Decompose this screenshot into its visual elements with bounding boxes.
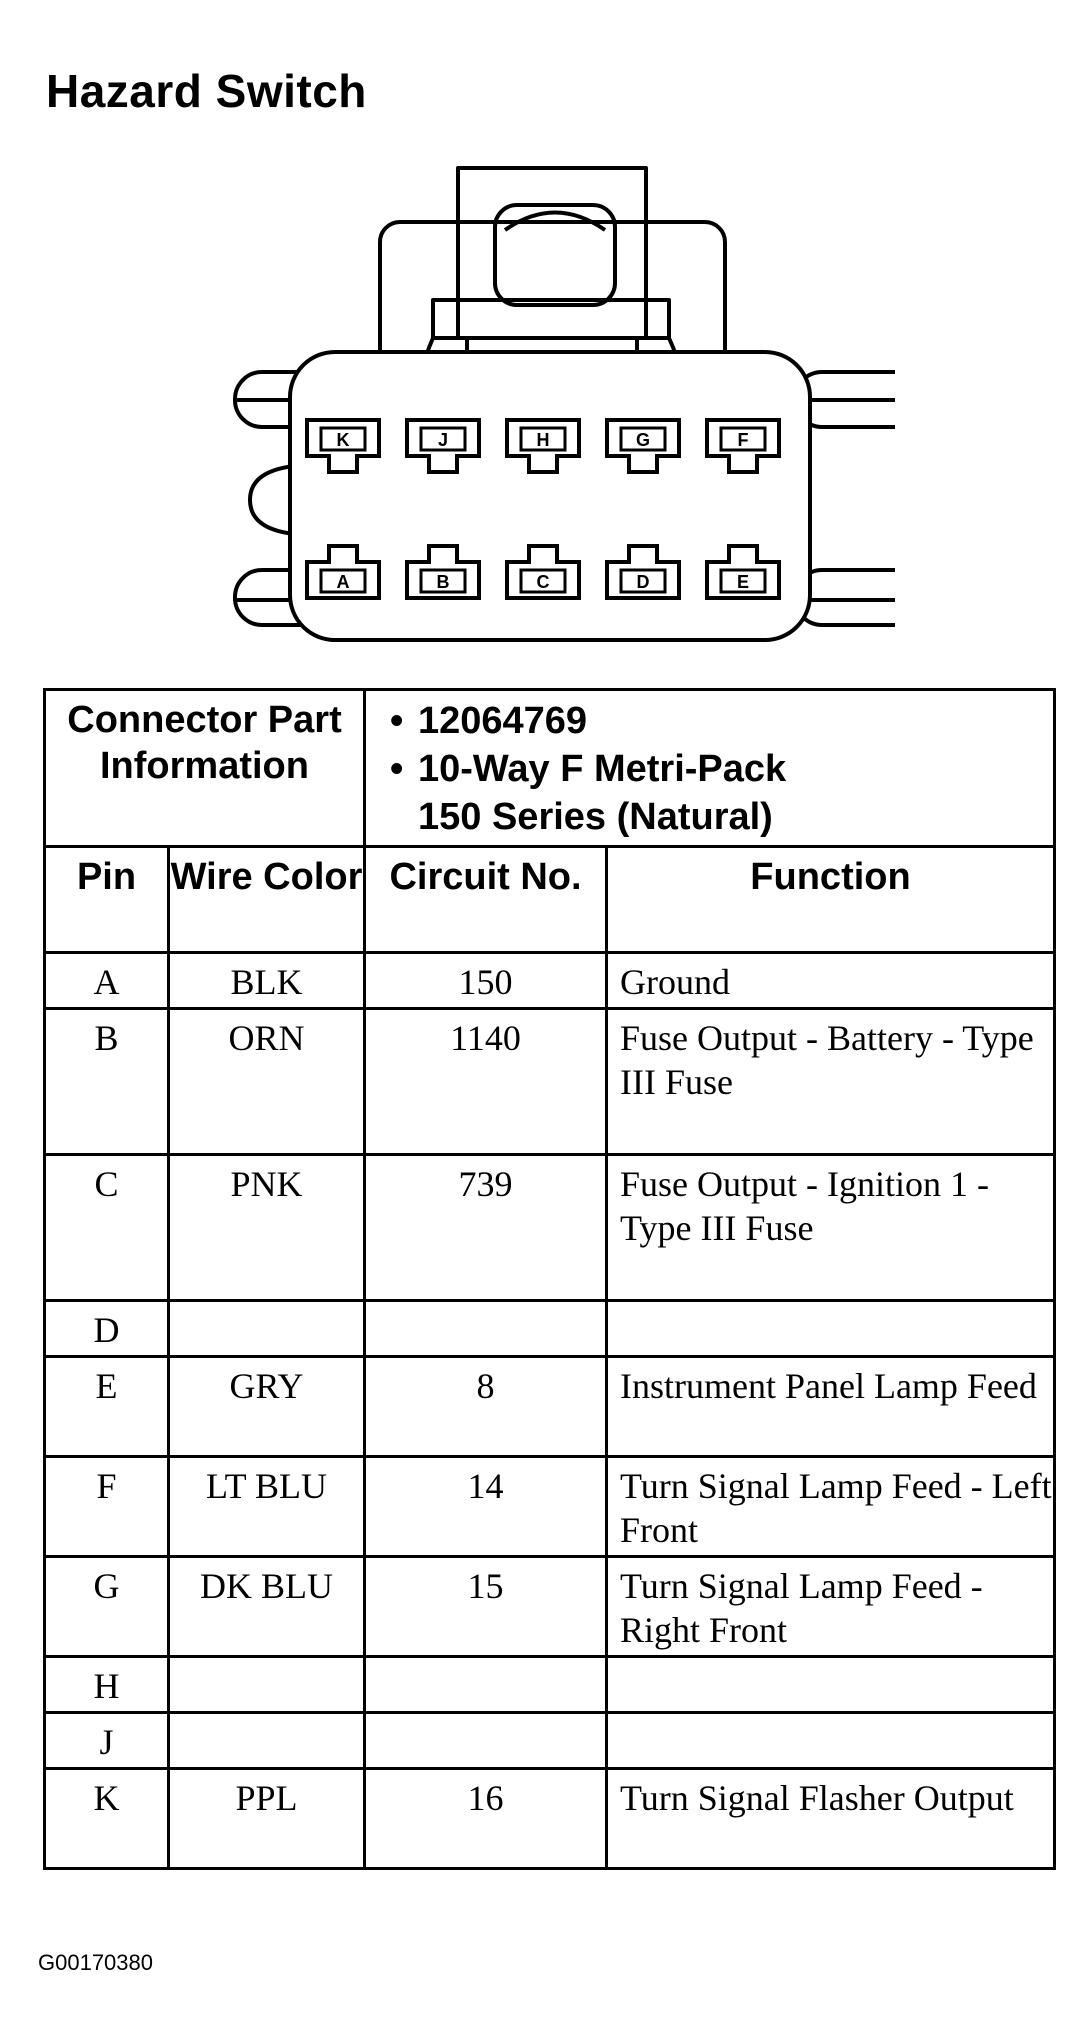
wire-color-cell: LT BLU	[167, 1455, 366, 1558]
table-row: G DK BLU 15 Turn Signal Lamp Feed - Righ…	[43, 1555, 1057, 1658]
header-pin: Pin	[43, 845, 170, 954]
circuit-cell: 8	[363, 1355, 608, 1458]
figure-code: G00170380	[38, 1950, 153, 1975]
table-row: J	[43, 1711, 1057, 1770]
wire-color-cell: GRY	[167, 1355, 366, 1458]
pin-letter: G	[636, 430, 650, 450]
table-row: E GRY 8 Instrument Panel Lamp Feed	[43, 1355, 1057, 1458]
function-cell: Instrument Panel Lamp Feed	[604, 1355, 1057, 1458]
circuit-cell: 1140	[363, 1007, 608, 1156]
function-cell: Ground	[604, 951, 1057, 1010]
part-number: •12064769	[390, 700, 588, 742]
circuit-cell	[363, 1711, 608, 1770]
pin-cell: A	[43, 951, 170, 1010]
pin-letter: E	[737, 572, 749, 592]
pin-cell: F	[43, 1455, 170, 1558]
pin-cavity-c: C	[505, 544, 581, 600]
page-title: Hazard Switch	[46, 65, 367, 117]
function-cell: Turn Signal Lamp Feed - Right Front	[604, 1555, 1057, 1658]
connector-diagram: K J H G F A B C D E	[233, 166, 895, 642]
table-row: K PPL 16 Turn Signal Flasher Output	[43, 1767, 1057, 1870]
pin-letter: A	[337, 572, 350, 592]
function-cell: Turn Signal Lamp Feed - Left Front	[604, 1455, 1057, 1558]
wire-color-cell	[167, 1711, 366, 1770]
pin-letter: J	[438, 430, 448, 450]
table-row: D	[43, 1299, 1057, 1358]
connector-part-info: •12064769 •10-Way F Metri-Pack 150 Serie…	[362, 688, 1057, 848]
pin-letter: F	[738, 430, 749, 450]
pin-cavities: K J H G F A B C D E	[305, 418, 781, 600]
pin-cavity-f: F	[705, 418, 781, 474]
wire-color-cell: BLK	[167, 951, 366, 1010]
connector-part-info-label: Connector Part Information	[43, 688, 366, 848]
pin-letter: B	[437, 572, 450, 592]
function-cell: Fuse Output - Battery - Type III Fuse	[604, 1007, 1057, 1156]
circuit-cell	[363, 1655, 608, 1714]
wire-color-cell: ORN	[167, 1007, 366, 1156]
pin-cell: D	[43, 1299, 170, 1358]
pin-letter: D	[637, 572, 650, 592]
header-wire-color: Wire Color	[167, 845, 366, 954]
wire-color-cell	[167, 1655, 366, 1714]
wire-color-cell: PPL	[167, 1767, 366, 1870]
circuit-cell: 15	[363, 1555, 608, 1658]
connector-type: •10-Way F Metri-Pack	[390, 748, 787, 790]
pin-cavity-k: K	[305, 418, 381, 474]
circuit-cell	[363, 1299, 608, 1358]
circuit-cell: 14	[363, 1455, 608, 1558]
pin-cell: B	[43, 1007, 170, 1156]
pin-cell: E	[43, 1355, 170, 1458]
pin-letter: C	[537, 572, 550, 592]
pin-letter: K	[337, 430, 350, 450]
pin-cell: H	[43, 1655, 170, 1714]
pin-cavity-a: A	[305, 544, 381, 600]
pin-cavity-h: H	[505, 418, 581, 474]
circuit-cell: 16	[363, 1767, 608, 1870]
circuit-cell: 739	[363, 1153, 608, 1302]
pin-cell: K	[43, 1767, 170, 1870]
function-cell	[604, 1299, 1057, 1358]
table-row: H	[43, 1655, 1057, 1714]
pin-cavity-d: D	[605, 544, 681, 600]
table-row: F LT BLU 14 Turn Signal Lamp Feed - Left…	[43, 1455, 1057, 1558]
wire-color-cell: PNK	[167, 1153, 366, 1302]
function-cell	[604, 1655, 1057, 1714]
circuit-cell: 150	[363, 951, 608, 1010]
table-row: C PNK 739 Fuse Output - Ignition 1 - Typ…	[43, 1153, 1057, 1302]
table-row: A BLK 150 Ground	[43, 951, 1057, 1010]
function-cell	[604, 1711, 1057, 1770]
pin-cell: J	[43, 1711, 170, 1770]
header-function: Function	[604, 845, 1057, 954]
pin-cavity-g: G	[605, 418, 681, 474]
wire-color-cell: DK BLU	[167, 1555, 366, 1658]
function-cell: Turn Signal Flasher Output	[604, 1767, 1057, 1870]
pin-letter: H	[537, 430, 550, 450]
wire-color-cell	[167, 1299, 366, 1358]
pin-cell: C	[43, 1153, 170, 1302]
pin-cell: G	[43, 1555, 170, 1658]
pin-cavity-e: E	[705, 544, 781, 600]
table-row: B ORN 1140 Fuse Output - Battery - Type …	[43, 1007, 1057, 1156]
function-cell: Fuse Output - Ignition 1 - Type III Fuse	[604, 1153, 1057, 1302]
connector-table: Connector Part Information •12064769 •10…	[43, 688, 1057, 1870]
pin-cavity-b: B	[405, 544, 481, 600]
header-circuit-no: Circuit No.	[363, 845, 608, 954]
pin-cavity-j: J	[405, 418, 481, 474]
connector-series: 150 Series (Natural)	[418, 796, 773, 838]
